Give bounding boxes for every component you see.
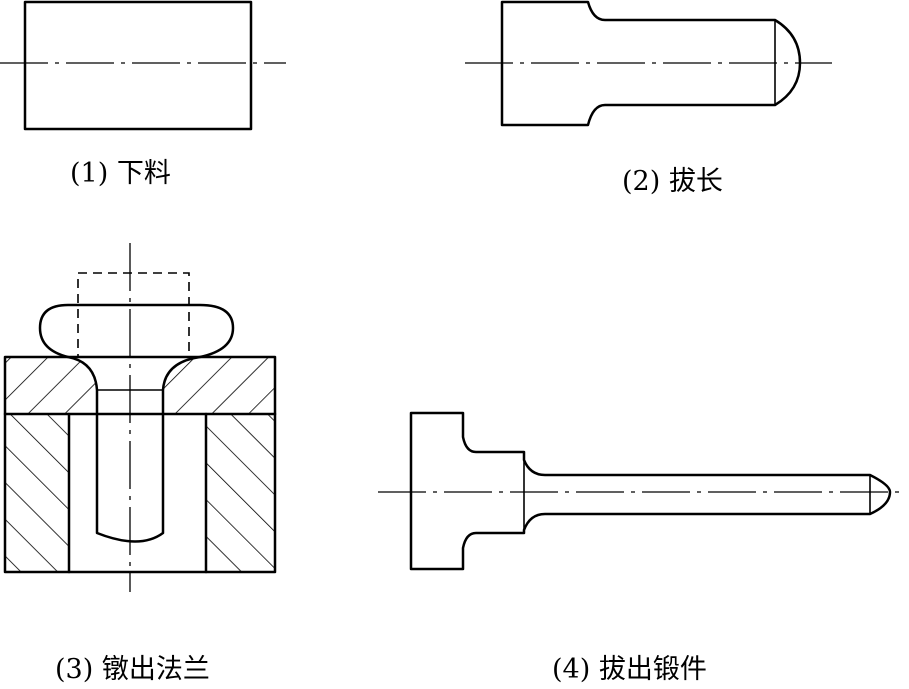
step-2-caption: (2) 拔长	[622, 166, 723, 197]
cylindrical-blank	[23, 0, 253, 131]
die-lower-right-section	[206, 414, 275, 572]
final-forging-profile	[409, 411, 892, 571]
die-upper-right-section	[163, 357, 275, 414]
pre-upset-outline	[77, 272, 190, 358]
step-4-final-forging: (4) 拔出锻件	[378, 411, 905, 685]
step-3-caption: (3) 镦出法兰	[55, 654, 210, 685]
step-4-caption: (4) 拔出锻件	[552, 654, 707, 685]
die-lower-left-section	[5, 414, 69, 572]
upset-flange-workpiece	[38, 303, 235, 543]
die-upper-left-section	[5, 357, 97, 414]
step-1-blank-cutting: (1) 下料	[0, 0, 286, 189]
step-2-drawing-out: (2) 拔长	[465, 0, 832, 197]
step-3-upsetting-flange: (3) 镦出法兰	[3, 243, 277, 685]
step-1-caption: (1) 下料	[70, 158, 171, 189]
